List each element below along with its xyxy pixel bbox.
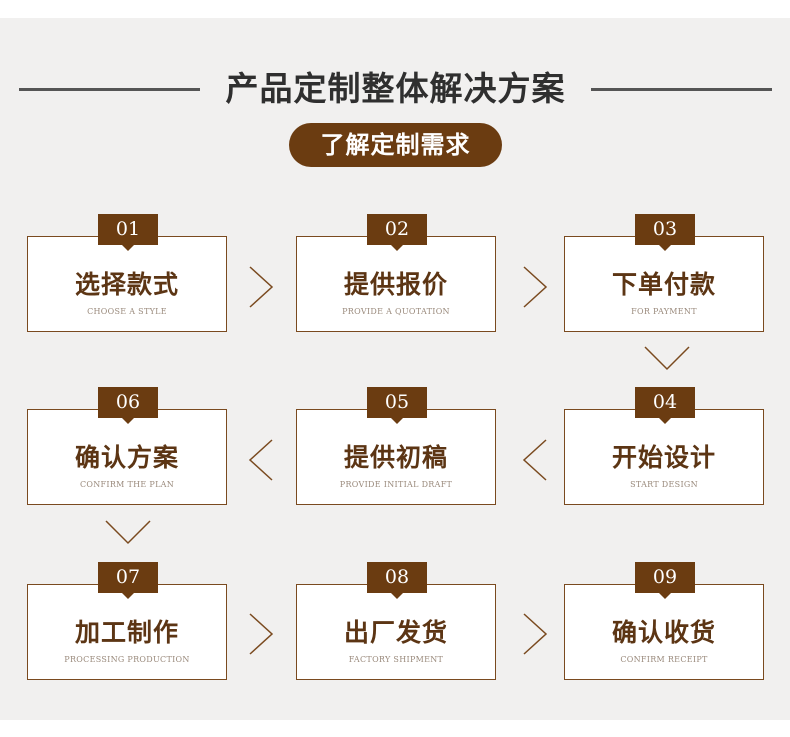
step-number: 06 <box>98 387 158 424</box>
step-title: 提供报价 <box>343 270 448 299</box>
step-number: 05 <box>367 387 427 424</box>
step-number: 04 <box>635 387 695 424</box>
step-title: 开始设计 <box>611 443 716 472</box>
subtitle-badge: 了解定制需求 <box>289 123 502 167</box>
chevron-right-icon <box>248 265 274 309</box>
step-subtitle: START DESIGN <box>630 480 698 489</box>
step-card-04: 04 开始设计 START DESIGN <box>564 387 764 505</box>
step-subtitle: PROVIDE INITIAL DRAFT <box>339 480 453 489</box>
step-card-01: 01 选择款式 CHOOSE A STYLE <box>27 214 227 332</box>
chevron-left-icon <box>248 438 274 482</box>
step-subtitle: PROCESSING PRODUCTION <box>64 655 190 664</box>
step-title: 下单付款 <box>611 270 716 299</box>
chevron-left-icon <box>522 438 548 482</box>
step-title: 确认方案 <box>74 443 179 472</box>
step-number: 07 <box>98 562 158 599</box>
chevron-down-icon <box>643 345 691 371</box>
bottom-band <box>0 720 790 737</box>
step-card-02: 02 提供报价 PROVIDE A QUOTATION <box>296 214 496 332</box>
heading-line-left <box>19 88 200 91</box>
chevron-right-icon <box>522 265 548 309</box>
step-subtitle: FOR PAYMENT <box>631 307 697 316</box>
step-title: 提供初稿 <box>343 443 448 472</box>
step-title: 选择款式 <box>74 270 179 299</box>
step-subtitle: FACTORY SHIPMENT <box>348 655 444 664</box>
step-subtitle: PROVIDE A QUOTATION <box>342 307 450 316</box>
step-card-08: 08 出厂发货 FACTORY SHIPMENT <box>296 562 496 680</box>
step-title: 确认收货 <box>611 618 716 647</box>
step-card-06: 06 确认方案 CONFIRM THE PLAN <box>27 387 227 505</box>
heading-line-right <box>591 88 772 91</box>
step-subtitle: CONFIRM THE PLAN <box>79 480 175 489</box>
step-card-07: 07 加工制作 PROCESSING PRODUCTION <box>27 562 227 680</box>
top-band <box>0 0 790 18</box>
step-number: 01 <box>98 214 158 251</box>
chevron-right-icon <box>522 612 548 656</box>
step-number: 08 <box>367 562 427 599</box>
step-subtitle: CONFIRM RECEIPT <box>620 655 708 664</box>
step-subtitle: CHOOSE A STYLE <box>87 307 167 316</box>
step-title: 出厂发货 <box>343 618 448 647</box>
step-title: 加工制作 <box>74 618 179 647</box>
step-number: 09 <box>635 562 695 599</box>
step-number: 02 <box>367 214 427 251</box>
page-title: 产品定制整体解决方案 <box>225 69 566 108</box>
step-card-09: 09 确认收货 CONFIRM RECEIPT <box>564 562 764 680</box>
step-card-05: 05 提供初稿 PROVIDE INITIAL DRAFT <box>296 387 496 505</box>
chevron-down-icon <box>104 519 152 545</box>
chevron-right-icon <box>248 612 274 656</box>
step-number: 03 <box>635 214 695 251</box>
step-card-03: 03 下单付款 FOR PAYMENT <box>564 214 764 332</box>
